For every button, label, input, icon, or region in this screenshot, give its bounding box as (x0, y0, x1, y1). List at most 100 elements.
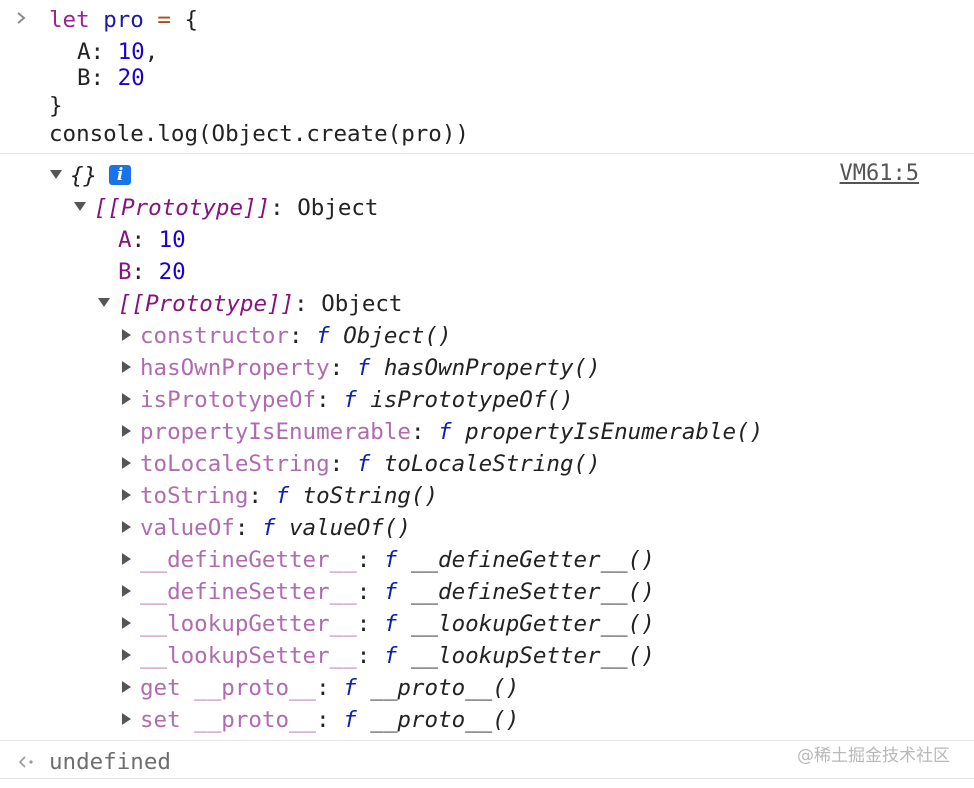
method-key: __defineSetter__ (140, 579, 357, 605)
return-value-icon (18, 756, 33, 768)
property-row-a: A: 10 (118, 227, 186, 253)
prototype-value: Object (297, 195, 379, 221)
property-key: A (118, 227, 132, 253)
function-keyword: f (356, 355, 371, 381)
method-signature: toString() (302, 483, 439, 509)
expand-arrow-icon[interactable] (74, 202, 86, 211)
method-row[interactable]: __defineGetter__: f __defineGetter__() (122, 544, 655, 576)
method-key: toString (140, 483, 249, 509)
function-keyword: f (383, 547, 398, 573)
value-a: 10 (117, 39, 145, 65)
function-keyword: f (275, 483, 290, 509)
input-line-3: B: 20 (77, 62, 145, 94)
function-keyword: f (383, 579, 398, 605)
expand-arrow-icon[interactable] (122, 488, 131, 501)
expand-arrow-icon[interactable] (122, 360, 131, 373)
method-row[interactable]: constructor: f Object() (122, 320, 452, 352)
method-row[interactable]: hasOwnProperty: f hasOwnProperty() (122, 352, 601, 384)
prototype-row-1[interactable]: [[Prototype]]: Object (74, 192, 378, 224)
function-keyword: f (343, 387, 357, 413)
method-row[interactable]: toLocaleString: f toLocaleString() (122, 448, 601, 480)
function-keyword: f (343, 675, 357, 701)
function-keyword: f (261, 515, 276, 541)
method-signature: __lookupGetter__() (410, 611, 655, 637)
method-signature: __proto__() (370, 675, 520, 701)
expand-arrow-icon[interactable] (122, 392, 131, 405)
source-link[interactable]: VM61:5 (839, 161, 919, 186)
method-signature: hasOwnProperty() (383, 355, 601, 381)
function-keyword: f (383, 611, 398, 637)
method-key: hasOwnProperty (140, 355, 330, 381)
method-key: valueOf (140, 515, 235, 541)
method-key: propertyIsEnumerable (140, 419, 411, 445)
expand-arrow-icon[interactable] (122, 520, 131, 533)
input-line-5: console.log(Object.create(pro)) (49, 121, 469, 147)
method-signature: __defineSetter__() (410, 579, 655, 605)
function-keyword: f (383, 643, 398, 669)
method-row[interactable]: isPrototypeOf: f isPrototypeOf() (122, 384, 574, 416)
method-key: __defineGetter__ (140, 547, 357, 573)
expand-arrow-icon[interactable] (122, 328, 131, 341)
expand-arrow-icon[interactable] (122, 680, 131, 693)
prototype-label: [[Prototype]] (118, 291, 295, 317)
method-row[interactable]: toString: f toString() (122, 480, 438, 512)
prompt-chevron-icon (17, 12, 26, 24)
property-value: 10 (158, 227, 186, 253)
method-row[interactable]: set __proto__: f __proto__() (122, 704, 519, 736)
method-signature: toLocaleString() (383, 451, 601, 477)
expand-arrow-icon[interactable] (122, 712, 131, 725)
object-root-label: {} (70, 163, 98, 189)
method-signature: Object() (343, 323, 452, 349)
expand-arrow-icon[interactable] (122, 648, 131, 661)
method-signature: __proto__() (370, 707, 520, 733)
method-row[interactable]: __lookupSetter__: f __lookupSetter__() (122, 640, 655, 672)
method-key: __lookupGetter__ (140, 611, 357, 637)
comma: , (144, 39, 159, 65)
divider (0, 778, 974, 779)
method-key: set __proto__ (140, 707, 317, 733)
method-key: toLocaleString (140, 451, 330, 477)
prototype-colon: : (270, 195, 284, 221)
method-row[interactable]: propertyIsEnumerable: f propertyIsEnumer… (122, 416, 763, 448)
expand-arrow-icon[interactable] (122, 616, 131, 629)
expand-arrow-icon[interactable] (50, 170, 62, 179)
method-key: __lookupSetter__ (140, 643, 357, 669)
method-row[interactable]: valueOf: f valueOf() (122, 512, 411, 544)
value-b: 20 (117, 65, 145, 91)
expand-arrow-icon[interactable] (98, 298, 110, 307)
input-line-4: } (49, 93, 63, 119)
divider (0, 153, 974, 154)
prototype-label: [[Prototype]] (94, 195, 271, 221)
prototype-row-2[interactable]: [[Prototype]]: Object (98, 288, 402, 320)
prototype-value: Object (321, 291, 403, 317)
info-icon[interactable]: i (109, 164, 132, 185)
method-key: isPrototypeOf (140, 387, 317, 413)
expand-arrow-icon[interactable] (122, 584, 131, 597)
expand-arrow-icon[interactable] (122, 456, 131, 469)
variable-name: pro (103, 7, 144, 33)
method-signature: __lookupSetter__() (410, 643, 655, 669)
result-value: undefined (49, 749, 171, 775)
function-keyword: f (356, 451, 371, 477)
property-value: 20 (158, 259, 186, 285)
method-row[interactable]: get __proto__: f __proto__() (122, 672, 519, 704)
input-line-1: let pro = { (49, 4, 198, 36)
method-row[interactable]: __defineSetter__: f __defineSetter__() (122, 576, 655, 608)
method-key: get __proto__ (140, 675, 317, 701)
property-row-b: B: 20 (118, 259, 186, 285)
method-signature: propertyIsEnumerable() (465, 419, 764, 445)
key-a: A: (77, 39, 105, 65)
expand-arrow-icon[interactable] (122, 424, 131, 437)
watermark: @稀土掘金技术社区 (797, 746, 950, 766)
property-key: B (118, 259, 132, 285)
divider (0, 740, 974, 741)
function-keyword: f (316, 323, 330, 349)
function-keyword: f (343, 707, 357, 733)
method-signature: valueOf() (289, 515, 411, 541)
input-line-2: A: 10, (77, 36, 158, 68)
method-signature: isPrototypeOf() (370, 387, 574, 413)
object-root-row[interactable]: {} i (50, 160, 132, 192)
expand-arrow-icon[interactable] (122, 552, 131, 565)
method-row[interactable]: __lookupGetter__: f __lookupGetter__() (122, 608, 655, 640)
